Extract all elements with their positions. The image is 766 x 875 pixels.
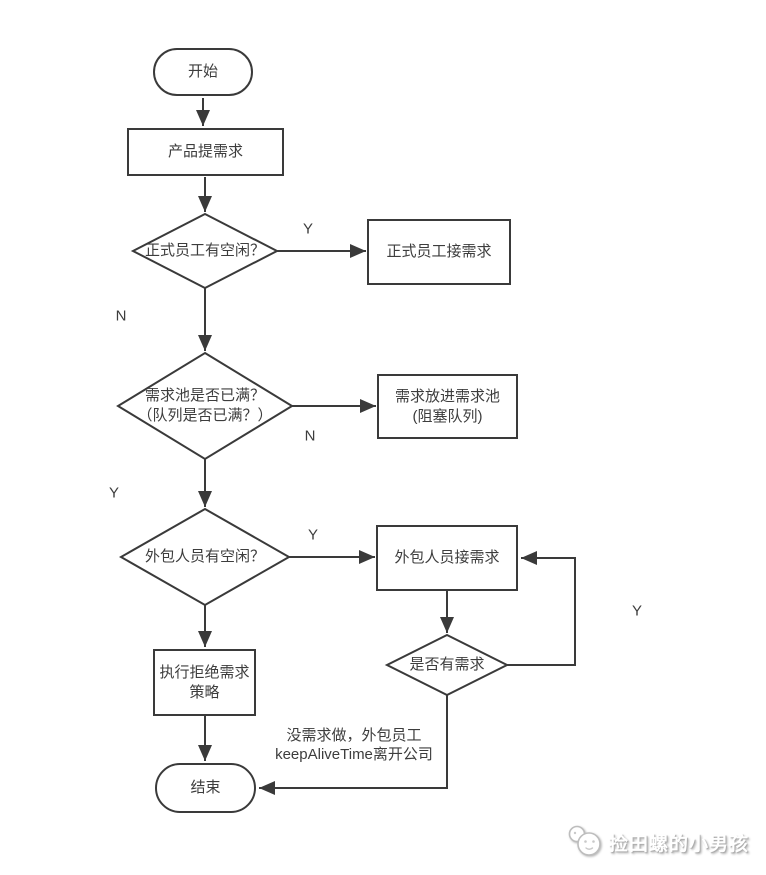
edge-has-request-no-to-end <box>259 695 448 795</box>
label-formal-free-no: N <box>115 307 127 325</box>
watermark-text: 捡田螺的小男孩 <box>609 833 750 855</box>
watermark: 捡田螺的小男孩 <box>566 824 749 860</box>
decision-formal-free <box>130 212 280 290</box>
decision-outsource-free <box>118 507 292 607</box>
label-pool-full-no: N <box>304 427 316 445</box>
reject-node: 执行拒绝需求 策略 <box>153 649 256 716</box>
decision-has-request <box>384 633 510 697</box>
pool-full-label: 需求池是否已满？ （队列是否已满？） <box>137 386 272 426</box>
end-node: 结束 <box>155 763 256 813</box>
has-request-label: 是否有需求 <box>409 656 485 673</box>
decision-pool-full <box>116 351 294 461</box>
leave-note-line1: 没需求做，外包员工 <box>286 727 422 744</box>
reject-line2: 策略 <box>189 683 220 701</box>
outsource-free-label: 外包人员有空闲？ <box>144 548 266 565</box>
pool-put-node: 需求放进需求池 (阻塞队列) <box>377 374 518 439</box>
start-label: 开始 <box>187 63 218 80</box>
pool-put-label: 需求放进需求池 (阻塞队列) <box>395 387 500 427</box>
formal-take-node: 正式员工接需求 <box>367 219 511 285</box>
reject-label: 执行拒绝需求 策略 <box>159 663 249 703</box>
pool-full-line2: （队列是否已满？） <box>137 407 273 424</box>
label-pool-full-yes: Y <box>108 484 120 502</box>
formal-take-label: 正式员工接需求 <box>386 243 492 260</box>
product-request-label: 产品提需求 <box>167 143 243 160</box>
leave-note: 没需求做，外包员工 keepAliveTime离开公司 <box>275 726 433 764</box>
label-outsource-free-yes: Y <box>307 526 319 544</box>
product-request-node: 产品提需求 <box>127 128 284 176</box>
outsource-take-label: 外包人员接需求 <box>394 549 500 566</box>
label-has-request-yes: Y <box>631 602 643 620</box>
leave-note-line2: keepAliveTime离开公司 <box>275 746 433 763</box>
end-label: 结束 <box>190 779 221 796</box>
reject-line1: 执行拒绝需求 <box>159 663 250 681</box>
formal-free-label: 正式员工有空闲？ <box>144 242 266 259</box>
pool-full-line1: 需求池是否已满？ <box>144 387 266 404</box>
start-node: 开始 <box>153 48 253 96</box>
edge-has-request-yes-loop <box>507 551 576 666</box>
pool-put-line2: (阻塞队列) <box>412 407 483 425</box>
chat-bubbles-face-icon <box>568 825 601 856</box>
pool-put-line1: 需求放进需求池 <box>394 387 500 405</box>
label-formal-free-yes: Y <box>302 220 314 238</box>
outsource-take-node: 外包人员接需求 <box>376 525 518 591</box>
